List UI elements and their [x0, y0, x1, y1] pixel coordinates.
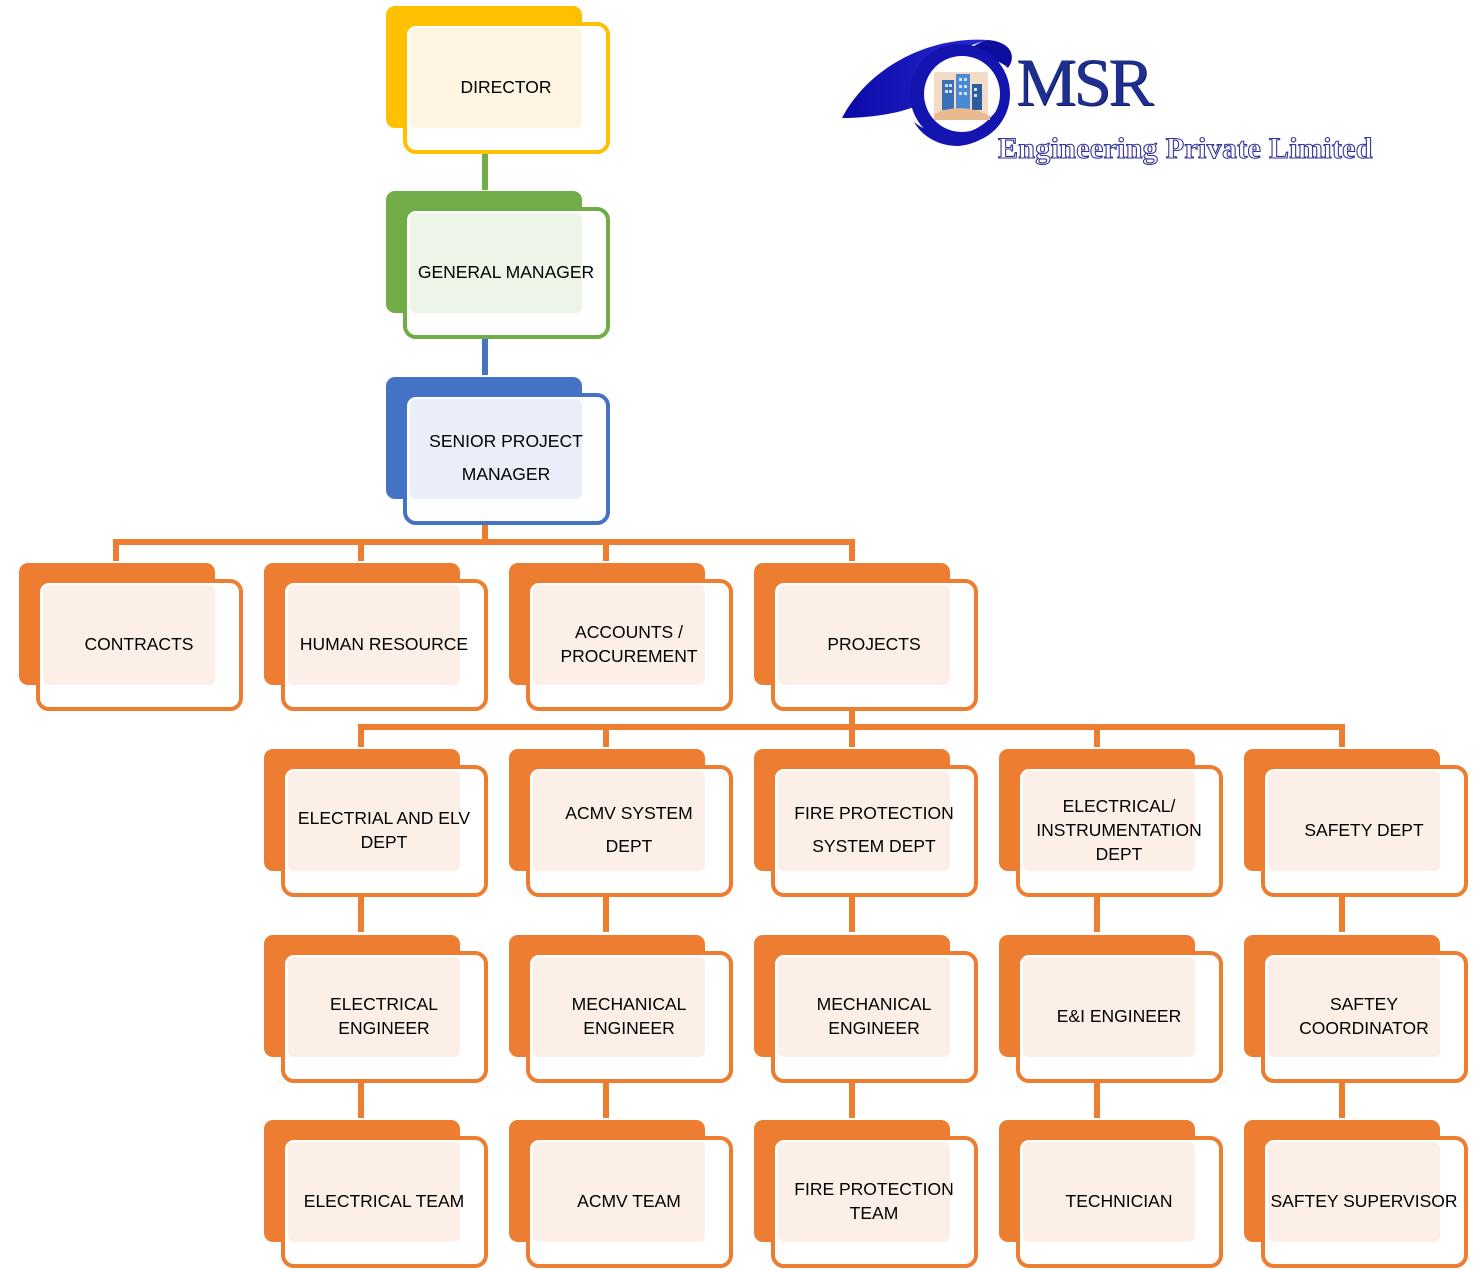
logo-tagline: Engineering Private Limited: [997, 131, 1373, 165]
node-tint: [410, 213, 582, 313]
node-ei-dept: ELECTRICAL/ INSTRUMENTATION DEPT: [999, 749, 1223, 899]
node-electrical-elv-dept: ELECTRIAL AND ELV DEPT: [264, 749, 488, 899]
logo-emblem: [842, 39, 1012, 146]
node-fire-protection-team: FIRE PROTECTION TEAM: [754, 1120, 978, 1270]
node-tint: [533, 1142, 705, 1242]
node-label: FIRE PROTECTION TEAM: [794, 1179, 954, 1223]
node-label: GENERAL MANAGER: [417, 262, 595, 282]
node-label: ELECTRICAL ENGINEER: [330, 994, 438, 1038]
building-icon: [934, 74, 990, 120]
node-ei-engineer: E&I ENGINEER: [999, 935, 1223, 1085]
node-label: TECHNICIAN: [1065, 1191, 1173, 1211]
node-label: SENIOR PROJECT MANAGER: [429, 431, 583, 484]
node-safety-coordinator: SAFTEY COORDINATOR: [1244, 935, 1468, 1085]
node-label: ELECTRICAL/ INSTRUMENTATION DEPT: [1036, 796, 1202, 864]
node-tint: [43, 585, 215, 685]
node-tint: [778, 1142, 950, 1242]
node-label: FIRE PROTECTION SYSTEM DEPT: [794, 803, 954, 856]
node-mechanical-engineer-acmv: MECHANICAL ENGINEER: [509, 935, 733, 1085]
node-acmv-system-dept: ACMV SYSTEM DEPT: [509, 749, 733, 899]
node-general-manager: GENERAL MANAGER: [386, 191, 610, 341]
node-electrical-engineer: ELECTRICAL ENGINEER: [264, 935, 488, 1085]
node-label: ACCOUNTS / PROCUREMENT: [560, 622, 698, 666]
node-safety-supervisor: SAFTEY SUPERVISOR: [1244, 1120, 1468, 1270]
node-label: ELECTRIAL AND ELV DEPT: [297, 808, 471, 852]
node-label: CONTRACTS: [84, 634, 194, 654]
node-label: SAFTEY COORDINATOR: [1299, 994, 1429, 1038]
node-label: ACMV SYSTEM DEPT: [565, 803, 693, 856]
node-tint: [288, 771, 460, 871]
node-contracts: CONTRACTS: [19, 563, 243, 713]
node-label: SAFTEY SUPERVISOR: [1270, 1191, 1458, 1211]
node-label: E&I ENGINEER: [1056, 1006, 1182, 1026]
node-tint: [1268, 957, 1440, 1057]
node-tint: [1268, 771, 1440, 871]
node-label: ACMV TEAM: [577, 1191, 681, 1211]
node-tint: [1268, 1142, 1440, 1242]
node-director: DIRECTOR: [386, 6, 610, 156]
node-technician: TECHNICIAN: [999, 1120, 1223, 1270]
node-label: SAFETY DEPT: [1304, 820, 1424, 840]
node-label: HUMAN RESOURCE: [299, 634, 469, 654]
node-fire-protection-dept: FIRE PROTECTION SYSTEM DEPT: [754, 749, 978, 899]
node-tint: [533, 957, 705, 1057]
company-logo: MSR Engineering Private Limited: [838, 28, 1438, 178]
node-tint: [288, 585, 460, 685]
node-label: MECHANICAL ENGINEER: [816, 994, 932, 1038]
node-label: MECHANICAL ENGINEER: [571, 994, 687, 1038]
node-tint: [288, 957, 460, 1057]
node-label: DIRECTOR: [460, 77, 552, 97]
node-tint: [533, 771, 705, 871]
node-acmv-team: ACMV TEAM: [509, 1120, 733, 1270]
node-electrical-team: ELECTRICAL TEAM: [264, 1120, 488, 1270]
node-senior-project-manager: SENIOR PROJECT MANAGER: [386, 377, 610, 527]
node-tint: [778, 585, 950, 685]
logo-company-name: MSR: [1016, 44, 1154, 120]
node-label: ELECTRICAL TEAM: [303, 1191, 465, 1211]
node-tint: [1023, 1142, 1195, 1242]
node-mechanical-engineer-fire: MECHANICAL ENGINEER: [754, 935, 978, 1085]
node-tint: [410, 399, 582, 499]
node-tint: [410, 28, 582, 128]
node-tint: [1023, 957, 1195, 1057]
node-tint: [288, 1142, 460, 1242]
node-tint: [778, 771, 950, 871]
node-tint: [533, 585, 705, 685]
node-label: PROJECTS: [827, 634, 921, 654]
node-tint: [778, 957, 950, 1057]
node-safety-dept: SAFETY DEPT: [1244, 749, 1468, 899]
node-accounts-procurement: ACCOUNTS / PROCUREMENT: [509, 563, 733, 713]
node-tint: [1023, 771, 1195, 871]
node-projects: PROJECTS: [754, 563, 978, 713]
node-human-resource: HUMAN RESOURCE: [264, 563, 488, 713]
